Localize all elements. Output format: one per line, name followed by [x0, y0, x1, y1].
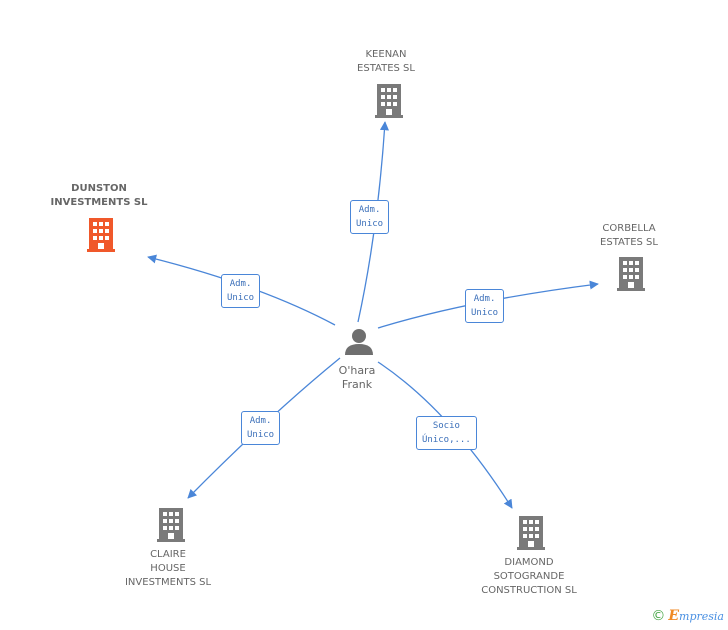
company-label-dunston[interactable]: DUNSTON INVESTMENTS SL — [50, 183, 148, 208]
company-label-claire[interactable]: CLAIRE HOUSE INVESTMENTS SL — [124, 549, 212, 588]
company-label-keenan[interactable]: KEENAN ESTATES SL — [357, 49, 415, 74]
brand-name: mpresia — [679, 610, 724, 623]
brand-footer: ©Empresia — [651, 608, 724, 624]
building-icon-corbella — [617, 257, 645, 291]
person-icon — [345, 329, 373, 355]
building-icon-keenan — [375, 84, 403, 118]
relation-label-corbella: Adm. Unico — [465, 289, 505, 323]
building-icon-dunston — [87, 218, 115, 252]
company-label-diamond[interactable]: DIAMOND SOTOGRANDE CONSTRUCTION SL — [481, 557, 577, 596]
relation-label-claire: Adm. Unico — [241, 411, 281, 445]
company-label-corbella[interactable]: CORBELLA ESTATES SL — [600, 223, 658, 248]
building-icon-diamond — [517, 516, 545, 550]
brand-initial: E — [668, 608, 680, 624]
relation-label-diamond: Socio Único,... — [416, 416, 477, 450]
building-icon-claire — [157, 508, 185, 542]
relation-label-keenan: Adm. Unico — [350, 200, 390, 234]
copyright-icon: © — [651, 608, 666, 624]
relation-label-dunston: Adm. Unico — [221, 274, 261, 308]
person-label[interactable]: O'hara Frank — [338, 364, 376, 391]
